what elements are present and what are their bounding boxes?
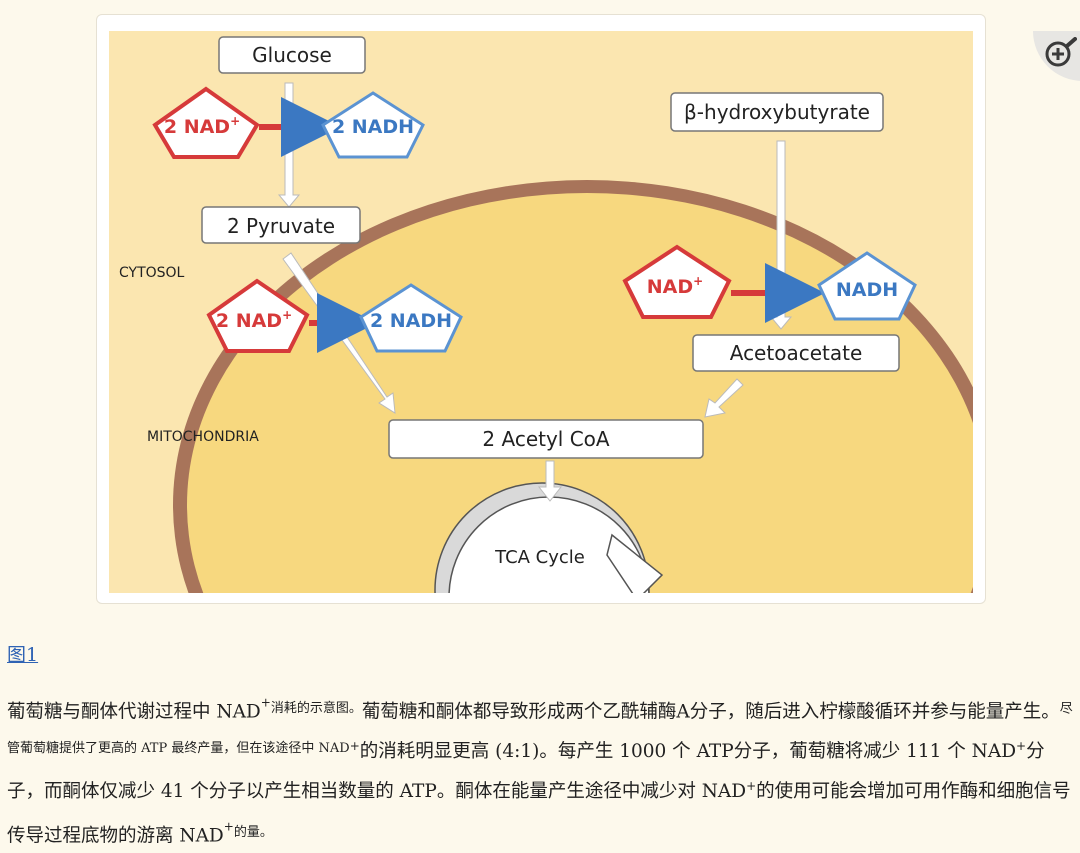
- figure-caption: 葡萄糖与酮体代谢过程中 NAD+消耗的示意图。葡萄糖和酮体都导致形成两个乙酰辅酶…: [7, 686, 1075, 853]
- nad-label: 2 NAD: [216, 310, 282, 332]
- plus-sign: +: [230, 114, 240, 128]
- nad-label: NAD: [647, 276, 693, 298]
- caption-text: 葡萄糖和酮体都导致形成两个乙酰辅酶A分子，随后进入柠檬酸循环并参与能量产生。: [361, 701, 1060, 723]
- plus-sign: +: [282, 308, 292, 322]
- plus-sign: +: [349, 739, 360, 754]
- tca-cycle: TCA Cycle: [434, 482, 664, 593]
- arrow-acetoacetate-to-acetylcoa: [704, 378, 744, 418]
- acetylcoa-label: 2 Acetyl CoA: [482, 427, 610, 451]
- bhb-box: β-hydroxybutyrate: [670, 92, 884, 132]
- caption-small-text: 尽管葡萄糖提供了更高的 ATP 最终产量，但在该途径中 NAD: [7, 701, 1073, 757]
- plus-sign: +: [260, 696, 271, 710]
- nad-pentagon: [152, 86, 260, 159]
- nad-pentagon: [622, 244, 732, 319]
- svg-text:NAD+: NAD+: [647, 274, 703, 298]
- acetylcoa-box: 2 Acetyl CoA: [388, 419, 704, 459]
- bhb-label: β-hydroxybutyrate: [684, 100, 870, 124]
- nad-label: 2 NAD: [164, 116, 230, 138]
- nad-pentagon: [206, 278, 310, 353]
- caption-text: 的消耗明显更高 (4:1)。每产生 1000 个 ATP分子，葡萄糖将减少 11…: [359, 741, 1017, 763]
- zoom-in-icon: [1045, 37, 1077, 67]
- plus-sign: +: [746, 779, 757, 794]
- caption-small-text: 消耗的示意图。: [270, 701, 362, 717]
- cytosol-label: CYTOSOL: [119, 265, 185, 281]
- pyruvate-box: 2 Pyruvate: [201, 206, 361, 244]
- figure-frame: TCA Cycle CYTOSOL MITOCHONDRIA Glucose 2: [96, 14, 1080, 604]
- nad-group-ketone: NAD+ NADH: [622, 244, 917, 323]
- plus-sign: +: [693, 274, 703, 288]
- figure-link[interactable]: 图1: [7, 644, 39, 666]
- plus-sign: +: [223, 819, 234, 834]
- nad-group-glycolysis: 2 NAD+ 2 NADH: [152, 86, 425, 159]
- svg-text:2 NAD+: 2 NAD+: [164, 114, 240, 138]
- nadh-label: 2 NADH: [370, 310, 452, 332]
- caption-small-text: 的量。: [233, 824, 273, 840]
- acetoacetate-box: Acetoacetate: [692, 334, 900, 372]
- mitochondria-label: MITOCHONDRIA: [147, 429, 259, 445]
- glucose-box: Glucose: [218, 36, 366, 74]
- plus-sign: +: [1016, 739, 1027, 754]
- nadh-pentagon: [321, 91, 425, 159]
- arrow-acetylcoa-to-tca: [537, 460, 563, 502]
- tca-cycle-label: TCA Cycle: [494, 547, 585, 568]
- zoom-button[interactable]: [1033, 31, 1080, 81]
- acetoacetate-label: Acetoacetate: [730, 341, 863, 365]
- nadh-label: NADH: [836, 279, 898, 301]
- svg-text:2 NAD+: 2 NAD+: [216, 308, 292, 332]
- glucose-label: Glucose: [252, 43, 332, 67]
- caption-text: 葡萄糖与酮体代谢过程中 NAD: [7, 701, 261, 723]
- nad-group-pyruvate: 2 NAD+ 2 NADH: [206, 278, 463, 353]
- caption-text: 分子，而酮体仅减少 41 个分子以产生相当数量的 ATP。酮体在能量产生途径中减…: [7, 741, 1045, 803]
- nadh-label: 2 NADH: [332, 116, 414, 138]
- nadh-pentagon: [817, 251, 917, 321]
- nad-metabolism-diagram: TCA Cycle CYTOSOL MITOCHONDRIA Glucose 2: [109, 31, 973, 593]
- pyruvate-label: 2 Pyruvate: [227, 214, 335, 238]
- nadh-pentagon: [359, 283, 463, 353]
